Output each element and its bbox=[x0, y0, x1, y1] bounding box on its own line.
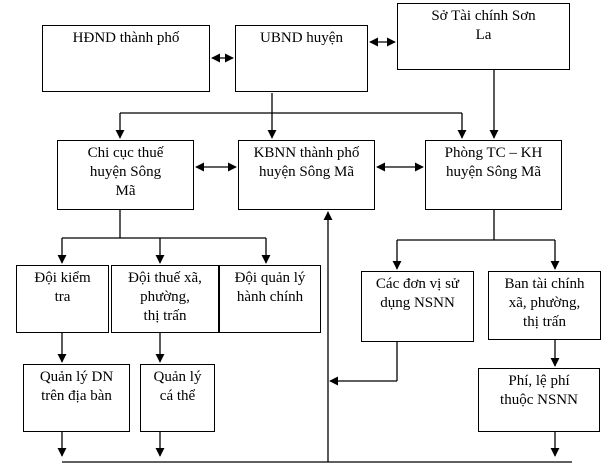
box-doi-quan-ly: Đội quản lý hành chính bbox=[219, 265, 321, 333]
box-doi-kiem-tra: Đội kiểm tra bbox=[16, 265, 109, 333]
box-chi-cuc-thue: Chi cục thuế huyện Sông Mã bbox=[57, 140, 194, 210]
box-quan-ly-dn: Quản lý DN trên địa bàn bbox=[23, 364, 130, 432]
box-so-tai-chinh: Sở Tài chính Sơn La bbox=[397, 3, 570, 70]
box-doi-thue: Đội thuế xã, phường, thị trấn bbox=[111, 265, 219, 333]
box-hdnd: HĐND thành phố bbox=[42, 25, 210, 92]
box-don-vi-nsnn: Các đơn vị sử dụng NSNN bbox=[361, 271, 474, 342]
box-ban-tai-chinh: Ban tài chính xã, phường, thị trấn bbox=[488, 271, 601, 340]
box-ubnd: UBND huyện bbox=[235, 25, 368, 92]
box-phi-le-phi: Phí, lệ phí thuộc NSNN bbox=[478, 368, 600, 432]
box-phong-tckh: Phòng TC – KH huyện Sông Mã bbox=[425, 140, 562, 210]
box-quan-ly-ca-the: Quản lý cá thể bbox=[140, 364, 215, 432]
box-kbnn: KBNN thành phố huyện Sông Mã bbox=[238, 140, 375, 210]
